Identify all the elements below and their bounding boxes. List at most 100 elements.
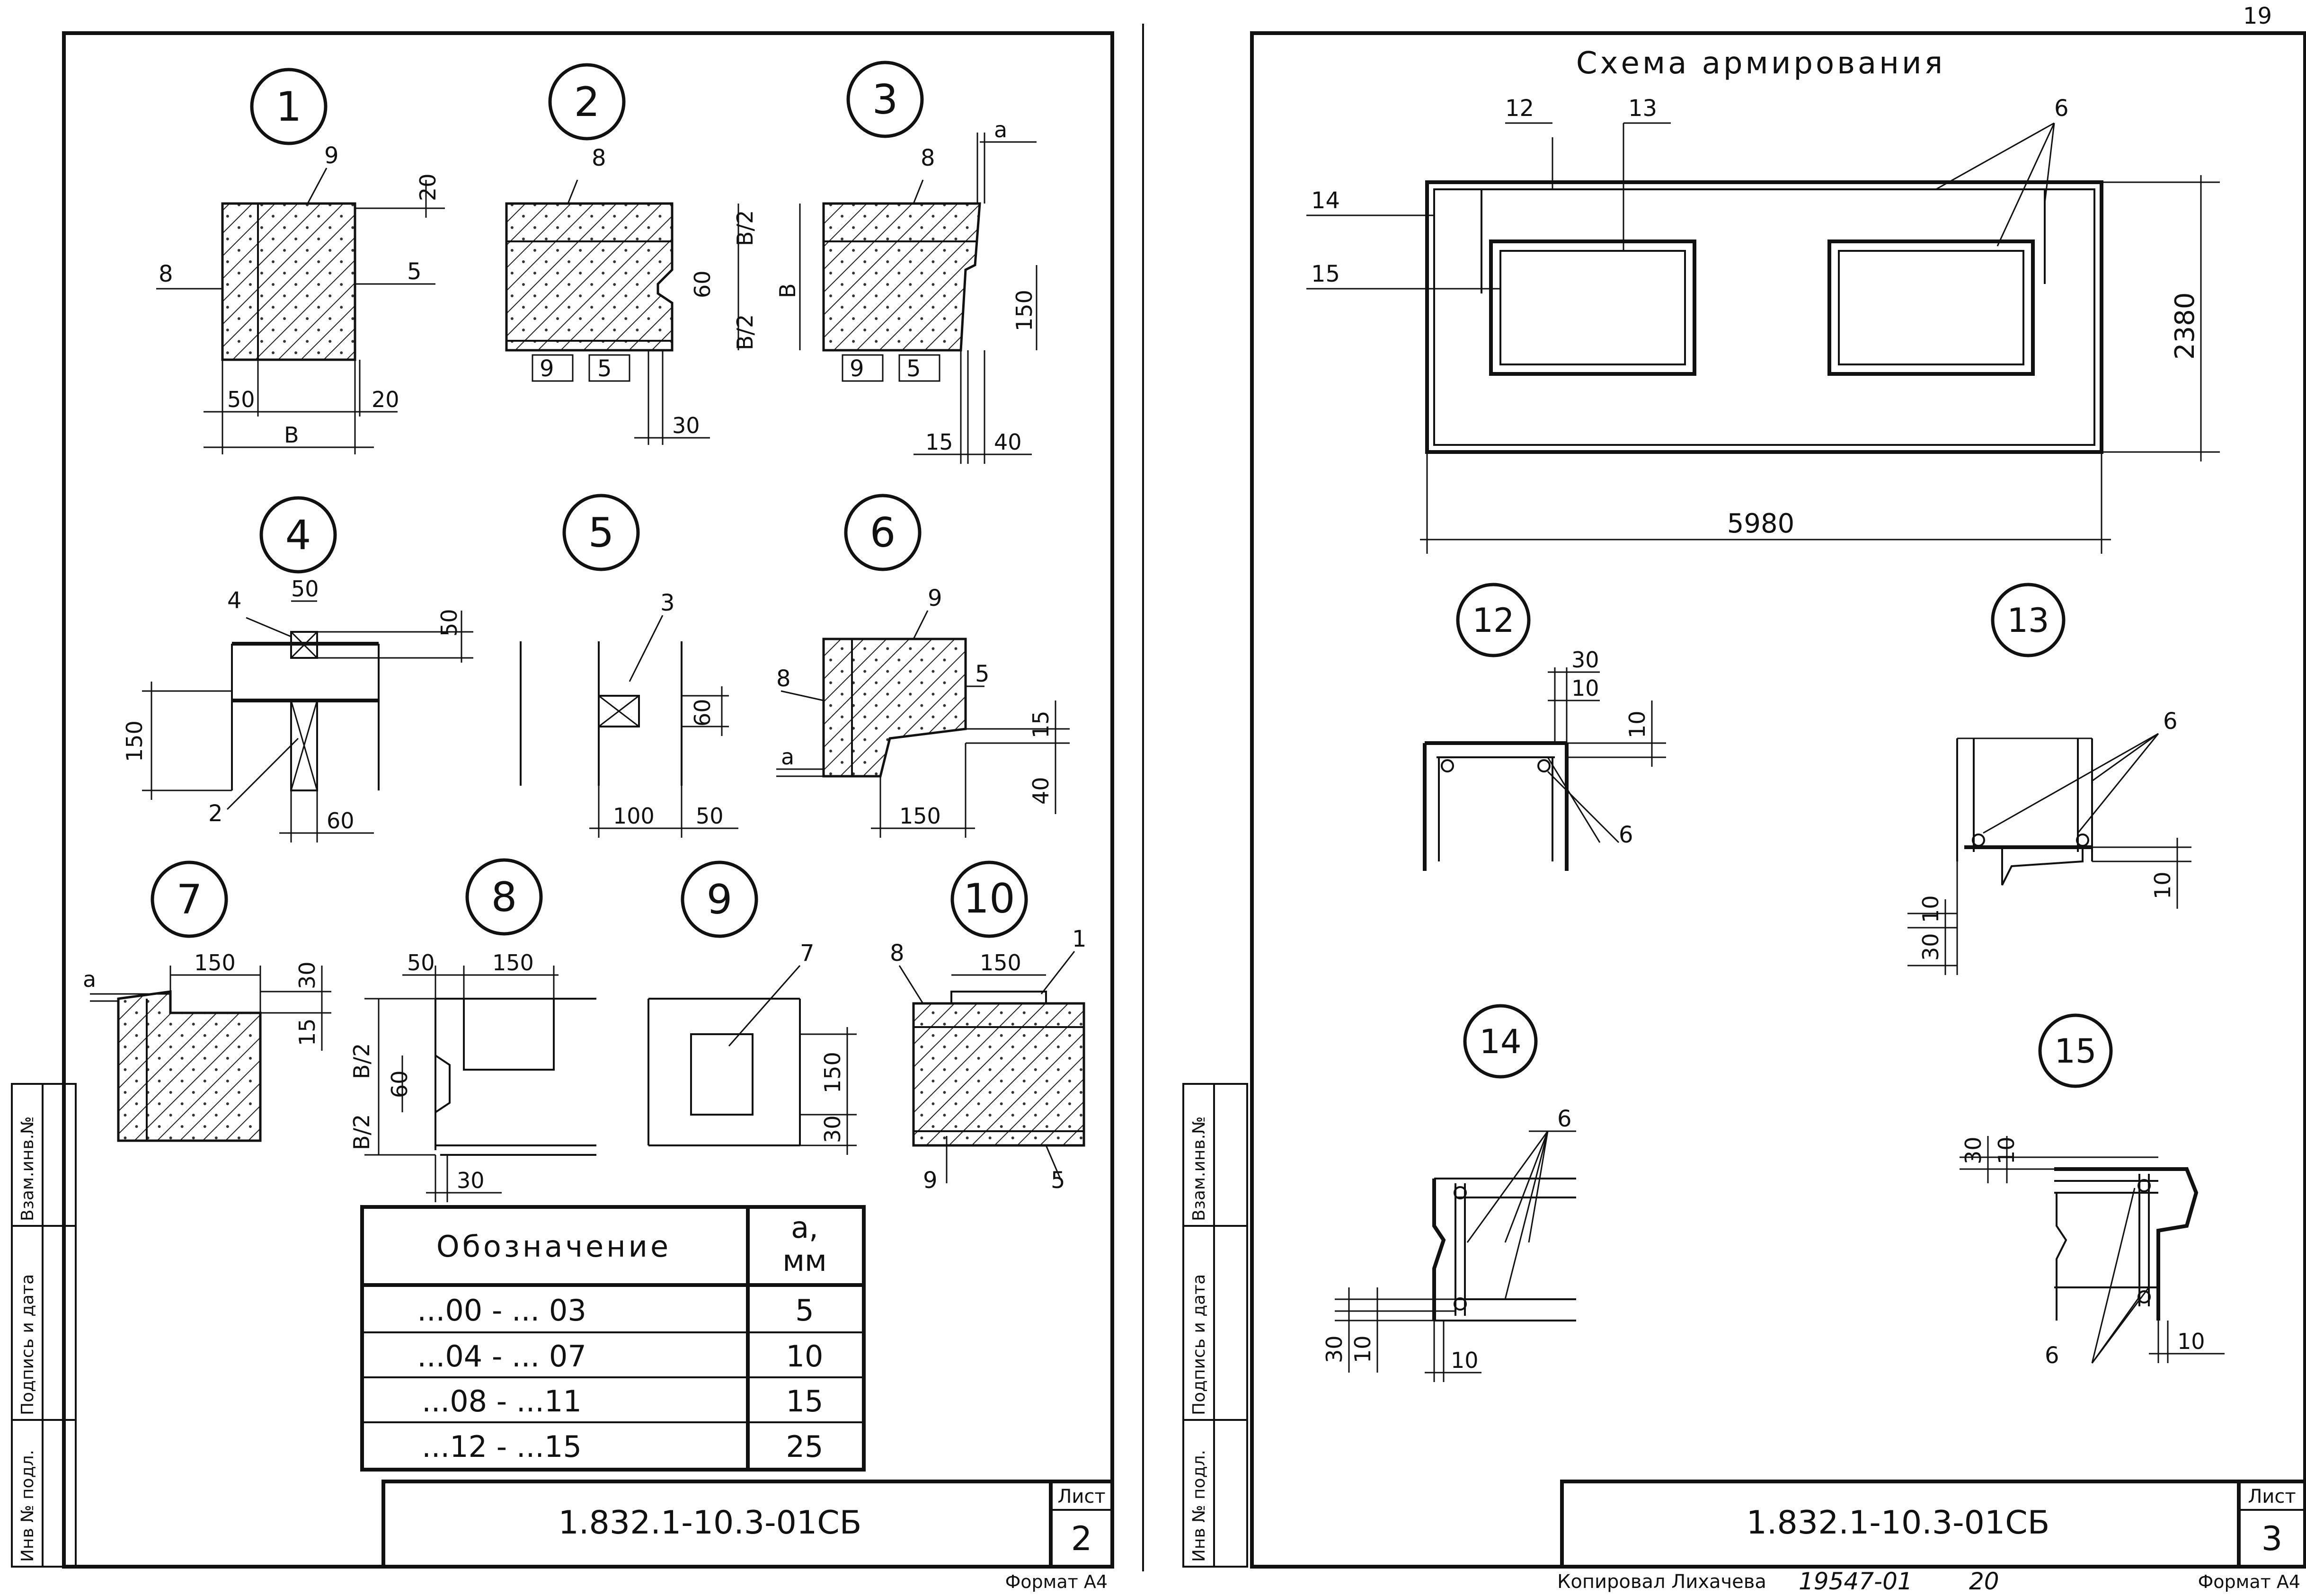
detail-3-circle: [846, 61, 924, 138]
detail-7: 7 a 150 30 15: [83, 860, 331, 1142]
detail-13-dim-10b: 10: [2150, 871, 2175, 899]
right-sheet-number: 3: [2262, 1519, 2283, 1558]
detail-3-dim-150: 150: [1011, 290, 1037, 331]
reinforcement-scheme: Схема армирования 12 13 6 14 15: [1306, 46, 2220, 554]
detail-2-dim-b2a: B/2: [732, 210, 758, 246]
detail-13-circle: [1991, 583, 2066, 657]
right-format-label: Формат А4: [2198, 1571, 2300, 1592]
detail-4-number: 4: [285, 512, 311, 559]
copied-by: Копировал Лихачева: [1557, 1571, 1766, 1593]
detail-4: 4 4 50 50 150 2: [122, 496, 473, 842]
detail-5-gasket: [598, 695, 640, 727]
detail-6-circle: [844, 494, 922, 571]
detail-6-dim-a: a: [781, 744, 794, 770]
detail-10: 10 150 8 1 9 5: [890, 860, 1087, 1194]
detail-3-dim-a: a: [994, 117, 1007, 142]
right-sheet: Инв № подл. Подпись и дата Взам.инв.№ Сх…: [1182, 31, 2306, 1595]
detail-2: 2 8 B/2 60 B/2 9 5 30: [505, 63, 758, 445]
detail-9: 9 7 150 30: [647, 860, 857, 1155]
detail-1-section: [221, 202, 356, 361]
table-row-2-a: 10: [786, 1339, 824, 1374]
detail-5-circle: [562, 494, 640, 571]
right-stamp-vzam: Взам.инв.№: [1189, 1116, 1209, 1221]
panel-outline: [1425, 180, 2103, 454]
detail-12-dim-10a: 10: [1571, 675, 1599, 701]
table-row-4-a: 25: [786, 1429, 824, 1464]
table-header-a-unit: мм: [782, 1243, 827, 1278]
designation-table: Обозначение a, мм ...00 - ... 03 5 ...04…: [360, 1205, 866, 1472]
left-stamp-inv: Инв № подл.: [18, 1450, 37, 1562]
table-row-4-range: ...12 - ...15: [422, 1429, 582, 1464]
detail-15-number: 15: [2054, 1032, 2096, 1071]
detail-14-callout-6: 6: [1557, 1106, 1572, 1132]
detail-10-section: [912, 1002, 1085, 1147]
detail-8-dim-150: 150: [492, 950, 534, 975]
detail-2-callout-9: 9: [540, 355, 554, 382]
order-suffix: 20: [1969, 1568, 1999, 1595]
detail-3-dim-b: B: [775, 283, 800, 298]
scheme-callout-6: 6: [2054, 95, 2069, 122]
detail-14-dim-10a: 10: [1350, 1335, 1375, 1363]
detail-14-circle: [1463, 1004, 1538, 1079]
detail-7-number: 7: [177, 876, 203, 923]
detail-7-dim-150: 150: [194, 950, 236, 975]
detail-14-dim-10b: 10: [1451, 1348, 1479, 1373]
left-stamp-vzam: Взам.инв.№: [18, 1116, 37, 1221]
left-title-block: 1.832.1-10.3-01СБ Лист 2 Формат А4: [381, 1480, 1114, 1592]
detail-2-dim-60: 60: [690, 270, 715, 298]
left-stamp-sign: Подпись и дата: [18, 1274, 37, 1415]
detail-12-callout-6: 6: [1619, 822, 1633, 848]
scheme-callout-12: 12: [1505, 95, 1534, 122]
detail-15-dim-30: 30: [1960, 1136, 1986, 1164]
detail-8-dim-50: 50: [407, 950, 435, 975]
detail-10-callout-8: 8: [890, 940, 905, 966]
detail-6-dim-40: 40: [1028, 777, 1054, 805]
detail-7-dim-30: 30: [294, 961, 320, 989]
detail-6-callout-9: 9: [928, 585, 942, 612]
detail-13-callout-6: 6: [2163, 708, 2178, 735]
detail-10-gasket: [950, 991, 1047, 1004]
detail-15-callout-6: 6: [2045, 1342, 2059, 1369]
left-title-code: 1.832.1-10.3-01СБ: [559, 1504, 862, 1542]
detail-2-dim-30: 30: [672, 413, 700, 438]
left-sheet-number: 2: [1071, 1519, 1092, 1558]
detail-6: 6 9 8 5 15 40 a 150: [776, 494, 1070, 838]
detail-2-dim-b2b: B/2: [732, 314, 758, 350]
left-side-stamp: Инв № подл. Подпись и дата Взам.инв.№: [11, 1083, 77, 1568]
detail-3-dim-15: 15: [925, 429, 953, 455]
detail-13-dim-10a: 10: [1918, 895, 1943, 923]
detail-6-number: 6: [870, 509, 896, 557]
detail-5: 5 3 60 100 50: [520, 494, 738, 838]
detail-1-number: 1: [276, 83, 302, 131]
detail-1-callout-9: 9: [324, 142, 339, 169]
detail-6-dim-150: 150: [899, 803, 941, 829]
detail-6-section: [822, 638, 967, 778]
right-title-block: 1.832.1-10.3-01СБ Лист 3 Копировал Лихач…: [1557, 1480, 2306, 1595]
detail-9-callout-7: 7: [800, 940, 815, 966]
detail-10-number: 10: [963, 875, 1015, 922]
detail-14: 14 6 30 10 10: [1322, 1004, 1576, 1382]
detail-4-dim-150: 150: [122, 720, 147, 762]
scheme-title: Схема армирования: [1576, 46, 1945, 81]
detail-10-callout-1: 1: [1072, 926, 1087, 952]
detail-3-callout-9: 9: [850, 355, 864, 382]
detail-9-opening: [690, 1033, 754, 1116]
right-stamp-sign: Подпись и дата: [1189, 1274, 1209, 1415]
detail-2-circle: [548, 63, 626, 141]
detail-6-dim-15: 15: [1028, 710, 1054, 738]
right-title-code: 1.832.1-10.3-01СБ: [1747, 1504, 2050, 1542]
detail-12-number: 12: [1472, 601, 1514, 640]
detail-4-dim-60: 60: [327, 808, 355, 833]
detail-6-callout-8: 8: [776, 665, 791, 692]
detail-2-number: 2: [574, 79, 600, 126]
detail-12: 12 6 30 10 10: [1423, 583, 1666, 871]
detail-5-dim-60: 60: [690, 699, 715, 727]
right-sheet-frame: [1250, 31, 2306, 1569]
order-number: 19547-01: [1799, 1568, 1913, 1595]
detail-8-dim-b2a: B/2: [349, 1043, 374, 1079]
detail-9-dim-30: 30: [820, 1115, 845, 1143]
table-row-1-a: 5: [795, 1293, 814, 1328]
detail-15: 15 6 30 10 10: [1960, 1013, 2225, 1369]
detail-4-callout-4: 4: [227, 587, 242, 614]
detail-15-circle: [2038, 1013, 2113, 1088]
